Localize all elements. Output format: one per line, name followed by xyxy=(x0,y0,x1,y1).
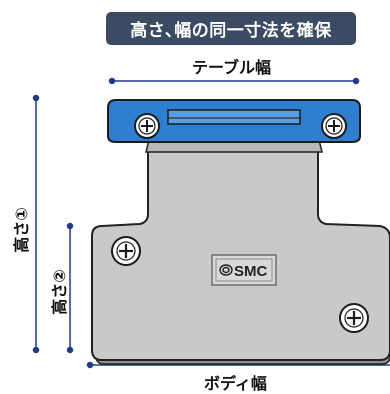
body-screw-left-icon xyxy=(112,237,140,265)
smc-logo: SMC xyxy=(212,255,276,285)
body-screw-right-icon xyxy=(340,304,368,332)
table-groove xyxy=(168,110,300,124)
height-1-dimension xyxy=(34,96,39,353)
height-2-dimension xyxy=(68,224,73,353)
table-screw-right-icon xyxy=(322,114,346,138)
table-screw-left-icon xyxy=(135,114,159,138)
table-width-dimension xyxy=(110,79,359,84)
smc-logo-text: SMC xyxy=(234,263,268,280)
